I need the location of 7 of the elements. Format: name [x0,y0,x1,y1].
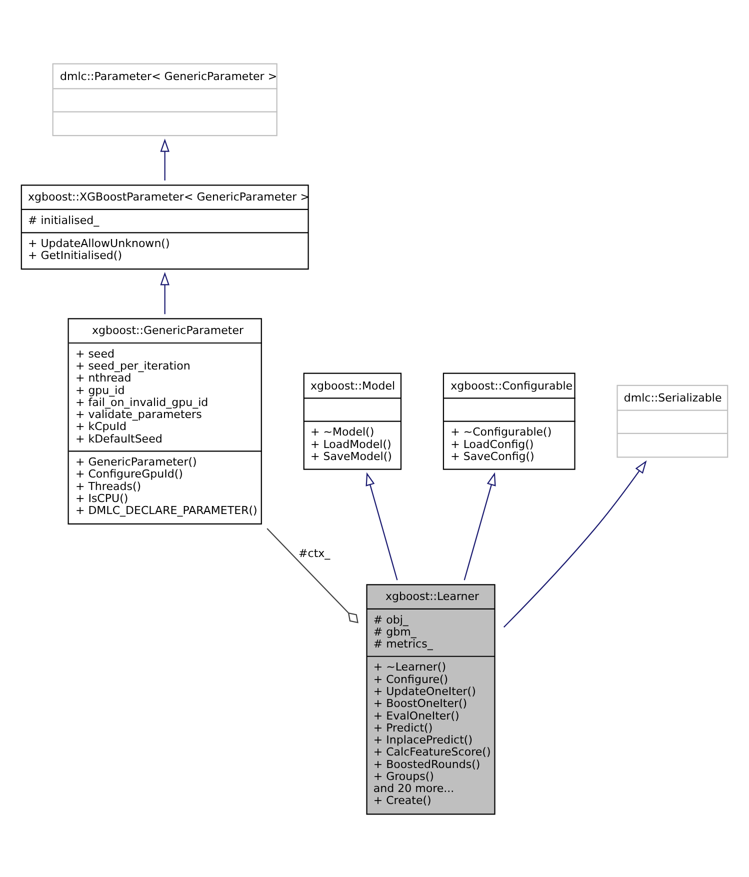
arrow [464,472,496,580]
arrow [160,138,170,180]
arrow [160,271,170,314]
edge-label: #ctx_ [298,546,330,560]
arrow [503,460,647,628]
arrow [366,472,398,580]
connector [266,528,358,623]
